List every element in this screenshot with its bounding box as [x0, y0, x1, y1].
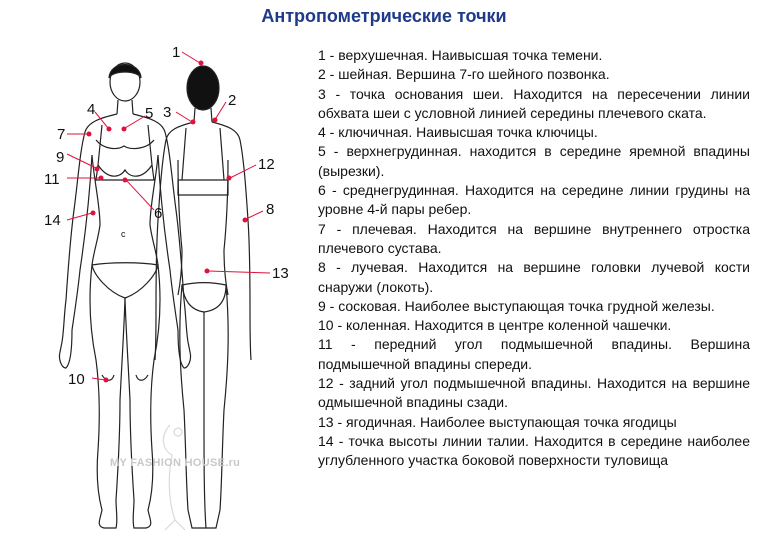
- figure-diagram: 1 2 3 4 5 6 7 8 9 10 11 12 13 14 c MY FA…: [0, 30, 315, 543]
- legend-item: 2 - шейная. Вершина 7-го шейного позвонк…: [318, 66, 610, 83]
- marker-7-label: 7: [57, 126, 66, 143]
- marker-8-label: 8: [266, 201, 275, 218]
- legend-item: 5 - верхнегрудинная. находится в середин…: [318, 143, 750, 179]
- marker-2-label: 2: [228, 92, 237, 109]
- page-title: Антропометрические точки: [261, 6, 507, 26]
- legend-item: 10 - коленная. Находится в центре коленн…: [318, 317, 672, 334]
- navel-mark: c: [121, 229, 126, 239]
- marker-13-label: 13: [272, 265, 289, 282]
- marker-4-label: 4: [87, 101, 96, 118]
- legend-item: 7 - плечевая. Находится на вершине внутр…: [318, 220, 750, 256]
- mannequin-watermark-icon: [162, 424, 186, 531]
- anthropometric-points: [86, 60, 248, 383]
- marker-11-label: 11: [44, 171, 60, 188]
- point-7: [86, 131, 92, 137]
- point-2: [212, 117, 218, 123]
- legend-list: 1 - верхушечная. Наивысшая точка темени.…: [318, 46, 750, 471]
- point-1: [198, 60, 204, 66]
- front-figure: [58, 62, 192, 529]
- legend-item: 13 - ягодичная. Наиболее выступающая точ…: [318, 413, 677, 430]
- marker-9-label: 9: [56, 149, 65, 166]
- watermark: MY FASHION HOUSE.ru: [110, 457, 241, 469]
- legend-item: 1 - верхушечная. Наивысшая точка темени.: [318, 47, 603, 63]
- body-figures-svg: [58, 51, 271, 531]
- legend-item: 3 - точка основания шеи. Находится на пе…: [318, 85, 750, 121]
- point-14: [90, 210, 96, 216]
- point-9: [94, 166, 100, 172]
- point-8: [242, 217, 248, 223]
- point-11: [98, 175, 104, 181]
- point-6: [122, 177, 128, 183]
- legend-item: 14 - точка высоты линии талии. Находится…: [318, 432, 750, 469]
- back-figure: [154, 65, 252, 529]
- marker-3-label: 3: [163, 104, 172, 121]
- marker-12-label: 12: [258, 156, 275, 173]
- marker-10-label: 10: [68, 371, 85, 388]
- point-4: [106, 126, 112, 132]
- legend-item: 4 - ключичная. Наивысшая точка ключицы.: [318, 124, 598, 141]
- legend-item: 12 - задний угол подмышечной впадины. На…: [318, 375, 750, 411]
- marker-6-label: 6: [154, 205, 163, 222]
- marker-5-label: 5: [145, 105, 154, 122]
- point-10: [103, 377, 109, 383]
- point-3: [190, 119, 196, 125]
- point-12: [226, 175, 232, 181]
- legend-item: 6 - среднегрудинная. Находится на середи…: [318, 182, 750, 218]
- marker-14-label: 14: [44, 212, 61, 229]
- point-13: [204, 268, 210, 274]
- legend-item: 9 - сосковая. Наиболее выступающая точка…: [318, 297, 715, 314]
- legend-item: 8 - лучевая. Находится на вершине головк…: [318, 259, 750, 295]
- legend-item: 11 - передний угол подмышечной впадины. …: [318, 336, 750, 372]
- marker-1-label: 1: [172, 44, 181, 61]
- point-5: [121, 126, 127, 132]
